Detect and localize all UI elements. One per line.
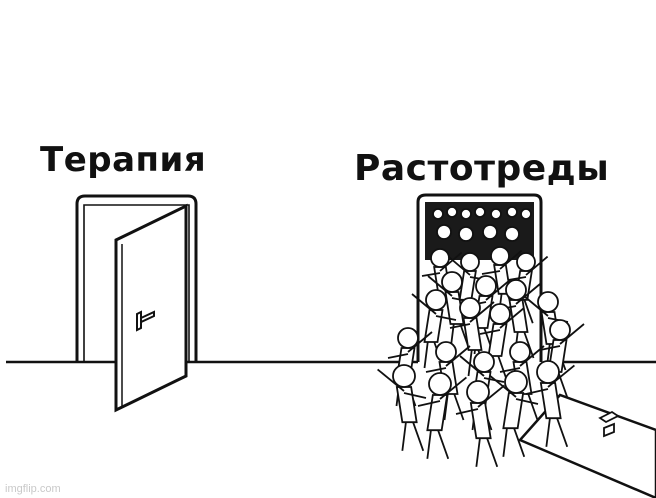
stick-figure-limbs xyxy=(539,323,585,399)
stick-figure-head xyxy=(473,351,495,373)
stick-figure-limbs xyxy=(525,364,575,448)
stick-figure-head xyxy=(392,364,416,388)
stick-figure-head xyxy=(460,252,480,272)
stick-figure-head xyxy=(428,372,452,396)
stick-figure-head xyxy=(537,291,559,313)
stick-figure-body xyxy=(469,402,492,440)
stick-figure-head xyxy=(516,252,536,272)
stick-figure-limbs xyxy=(411,293,457,369)
stick-figure-body xyxy=(502,392,525,430)
stick-figure-body xyxy=(487,323,508,357)
crowded-doorway-icon xyxy=(377,193,656,498)
left-door-handle xyxy=(136,310,155,332)
stick-figure-limbs xyxy=(387,331,433,407)
stick-figure-head xyxy=(446,206,458,218)
stick-figure-limbs xyxy=(479,307,525,383)
stick-figure-head xyxy=(536,360,560,384)
stick-figure-limbs xyxy=(499,345,545,421)
fallen-door-handle xyxy=(598,410,620,438)
stick-figure-head xyxy=(436,224,452,240)
stick-figure-body xyxy=(395,386,418,424)
stick-figure-limbs xyxy=(507,255,549,324)
right-door-frame xyxy=(416,193,543,362)
stick-figure-head xyxy=(397,327,419,349)
stick-figure-head xyxy=(490,246,510,266)
stick-figure-head xyxy=(435,341,457,363)
stick-figure-head xyxy=(460,208,472,220)
stick-figure-head xyxy=(482,224,498,240)
stick-figure-head xyxy=(490,208,502,220)
stick-figure-head xyxy=(432,208,444,220)
stick-figure-head xyxy=(474,206,486,218)
stick-figure-head xyxy=(509,341,531,363)
stick-figure-limbs xyxy=(489,374,539,458)
stick-figure-limbs xyxy=(377,368,427,452)
stick-figure-head xyxy=(489,303,511,325)
left-door-frame-inner xyxy=(83,204,190,362)
left-door-frame xyxy=(75,194,198,362)
stick-figure-body xyxy=(508,299,529,333)
stick-figure-head xyxy=(459,297,481,319)
fallen-door xyxy=(517,393,656,498)
therapy-caption: Терапия xyxy=(40,140,207,180)
stick-figure-crowd xyxy=(377,206,585,468)
stick-figure-head xyxy=(430,248,450,268)
left-door-panel xyxy=(114,203,188,413)
stick-figure-limbs xyxy=(421,251,463,320)
stick-figure-limbs xyxy=(427,275,473,351)
stick-figure-head xyxy=(549,319,571,341)
stick-figure-head xyxy=(425,289,447,311)
stick-figure-head xyxy=(504,226,520,242)
stick-figure-head xyxy=(506,206,518,218)
stick-figure-limbs xyxy=(481,249,523,318)
stick-figure-head xyxy=(505,279,527,301)
open-door-icon xyxy=(75,194,198,413)
watermark-text: imgflip.com xyxy=(5,483,61,495)
stick-figure-limbs xyxy=(455,384,505,468)
stick-figure-body xyxy=(423,309,444,343)
stick-figure-head xyxy=(520,208,532,220)
stick-figure-head xyxy=(475,275,497,297)
crowd-caption: Растотреды xyxy=(354,148,610,189)
stick-figure-head xyxy=(466,380,490,404)
stick-figure-body xyxy=(426,394,449,432)
stick-figure-head xyxy=(441,271,463,293)
stick-figure-limbs xyxy=(417,376,467,460)
stick-figure-limbs xyxy=(425,345,471,421)
stick-figure-head xyxy=(504,370,528,394)
stick-figure-limbs xyxy=(449,301,495,377)
stick-figure-head xyxy=(458,226,474,242)
